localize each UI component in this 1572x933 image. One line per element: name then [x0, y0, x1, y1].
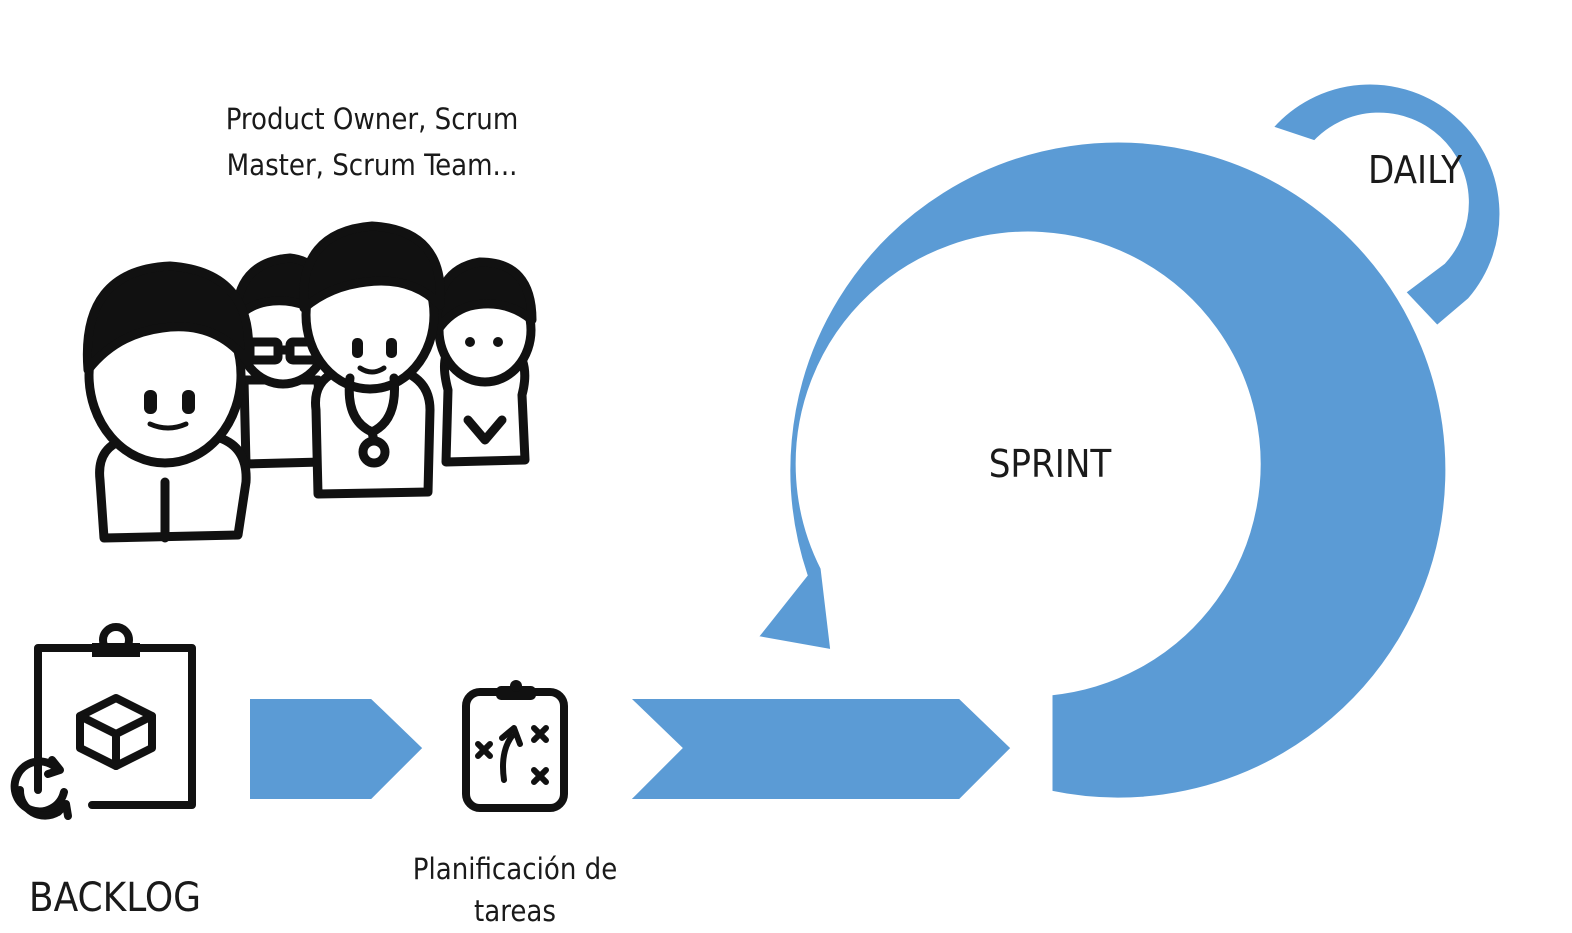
daily-cycle-arrow — [1265, 79, 1505, 332]
sprint-cycle-arrow — [750, 137, 1451, 803]
daily-label: DAILY — [1368, 148, 1462, 192]
flow-arrow-backlog-to-planning — [246, 695, 428, 803]
clipboard-box-icon — [10, 623, 196, 820]
flow-arrow-planning-to-sprint — [622, 695, 1016, 803]
backlog-label: BACKLOG — [28, 875, 202, 921]
sprint-label: SPRINT — [988, 442, 1112, 486]
team-people-icon — [82, 221, 537, 543]
team-roles-label: Product Owner, Scrum Master, Scrum Team.… — [225, 102, 519, 182]
clipboard-strategy-icon — [462, 680, 568, 812]
task-planning-label: Planificación de tareas — [412, 852, 618, 928]
